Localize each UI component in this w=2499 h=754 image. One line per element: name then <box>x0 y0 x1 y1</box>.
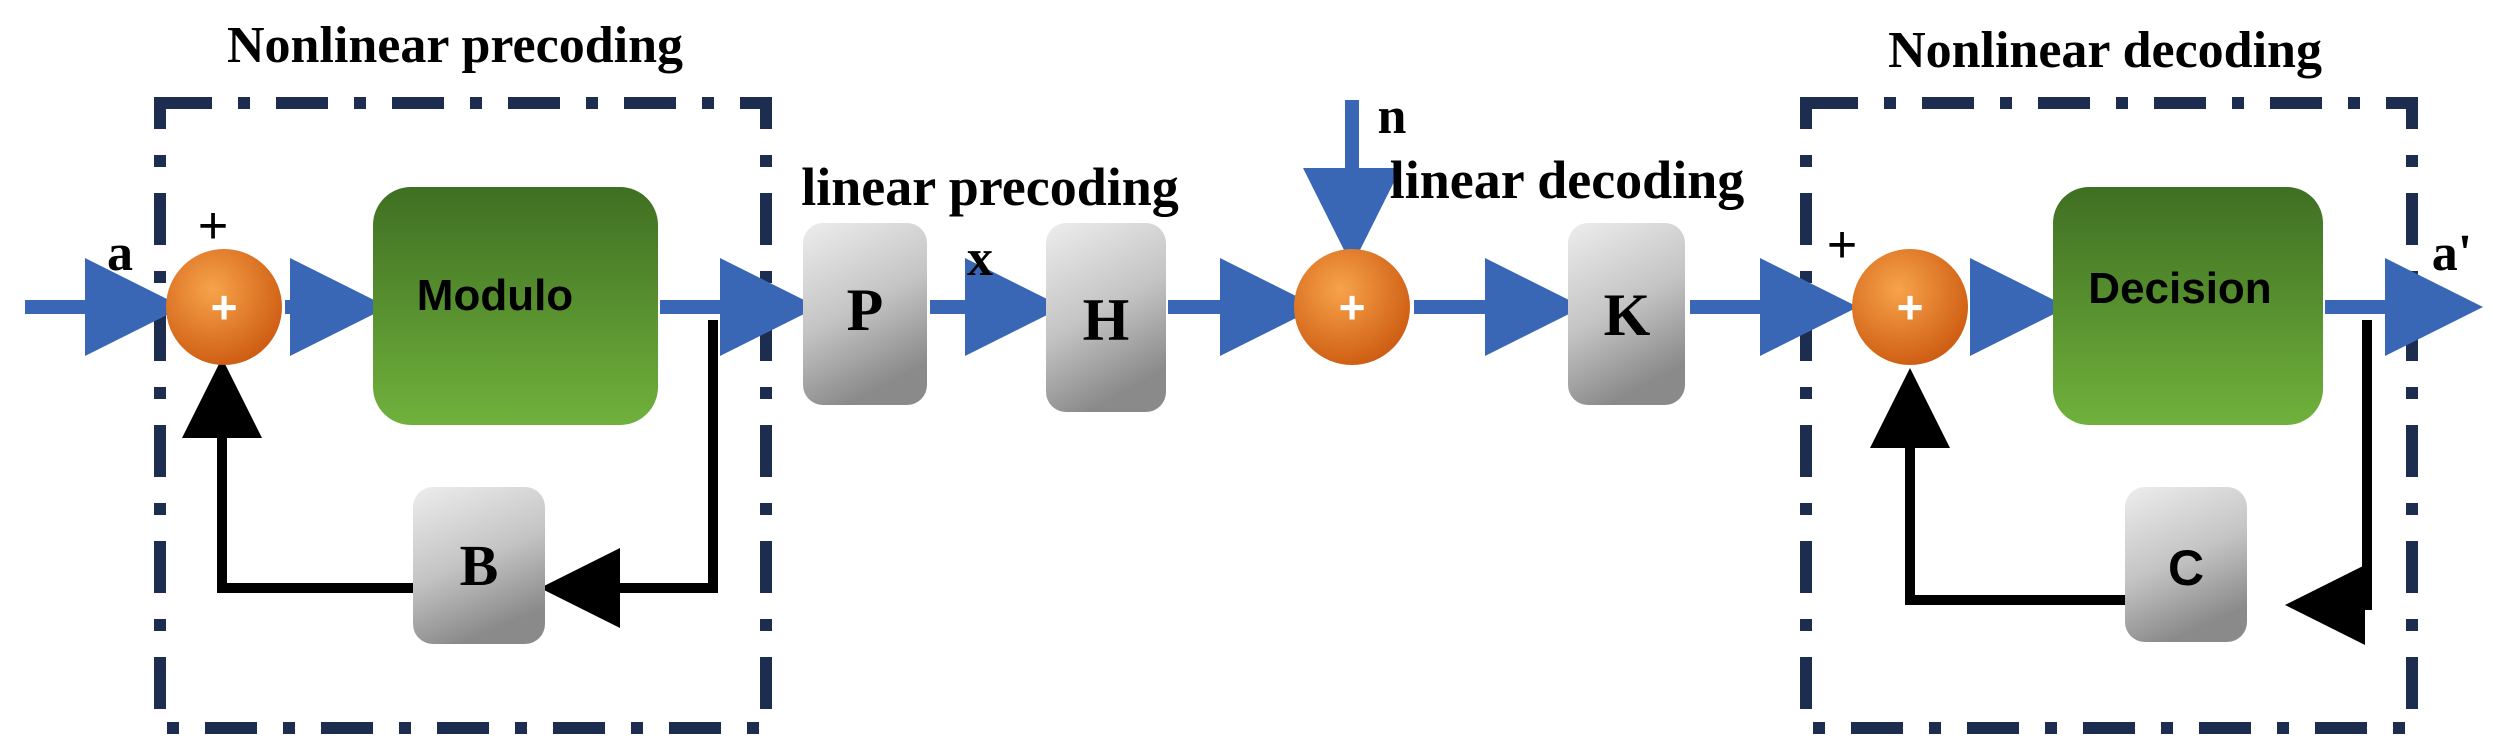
block-h: H <box>1046 223 1166 412</box>
block-h-label: H <box>1083 287 1130 353</box>
block-k-label: K <box>1604 282 1651 348</box>
signal-x-label: x <box>967 230 993 287</box>
linear-decoding-label: linear decoding <box>1390 150 1745 210</box>
decoder-sum-sign: + <box>1827 216 1857 274</box>
decoder-frame <box>1800 97 2418 734</box>
block-p: P <box>803 223 927 405</box>
signal-path <box>25 100 2483 356</box>
output-label: a' <box>2432 225 2472 282</box>
block-c: C <box>2125 487 2247 642</box>
modulo-label: Modulo <box>417 271 573 320</box>
noise-label: n <box>1378 88 1407 145</box>
block-c-label: C <box>2168 540 2204 596</box>
feedback-b-to-adder <box>182 358 413 593</box>
feedback-path <box>182 320 2372 645</box>
block-b: B <box>413 487 545 644</box>
block-b-label: B <box>460 533 499 598</box>
precoder-frame <box>154 97 772 734</box>
input-label: a <box>107 225 133 282</box>
decoder-title: Nonlinear decoding <box>1888 22 2322 79</box>
feedback-c-to-adder <box>1870 368 2128 605</box>
noise-adder: + <box>1294 249 1410 365</box>
precoder-title: Nonlinear precoding <box>227 17 683 74</box>
precoder-sum-sign: + <box>198 197 228 255</box>
precoder-adder: + <box>166 249 282 365</box>
feedback-decision-to-c <box>2285 320 2372 645</box>
feedback-modulo-to-b <box>540 320 718 628</box>
block-p-label: P <box>847 277 884 343</box>
block-k: K <box>1568 223 1685 405</box>
linear-precoding-label: linear precoding <box>801 157 1179 217</box>
decoder-adder-plus-icon: + <box>1897 281 1924 333</box>
decoder-adder: + <box>1852 249 1968 365</box>
modulo-block: Modulo <box>373 187 658 425</box>
decision-label: Decision <box>2088 264 2271 313</box>
noise-adder-plus-icon: + <box>1339 281 1366 333</box>
decision-block: Decision <box>2053 187 2323 425</box>
precoder-adder-plus-icon: + <box>211 281 238 333</box>
